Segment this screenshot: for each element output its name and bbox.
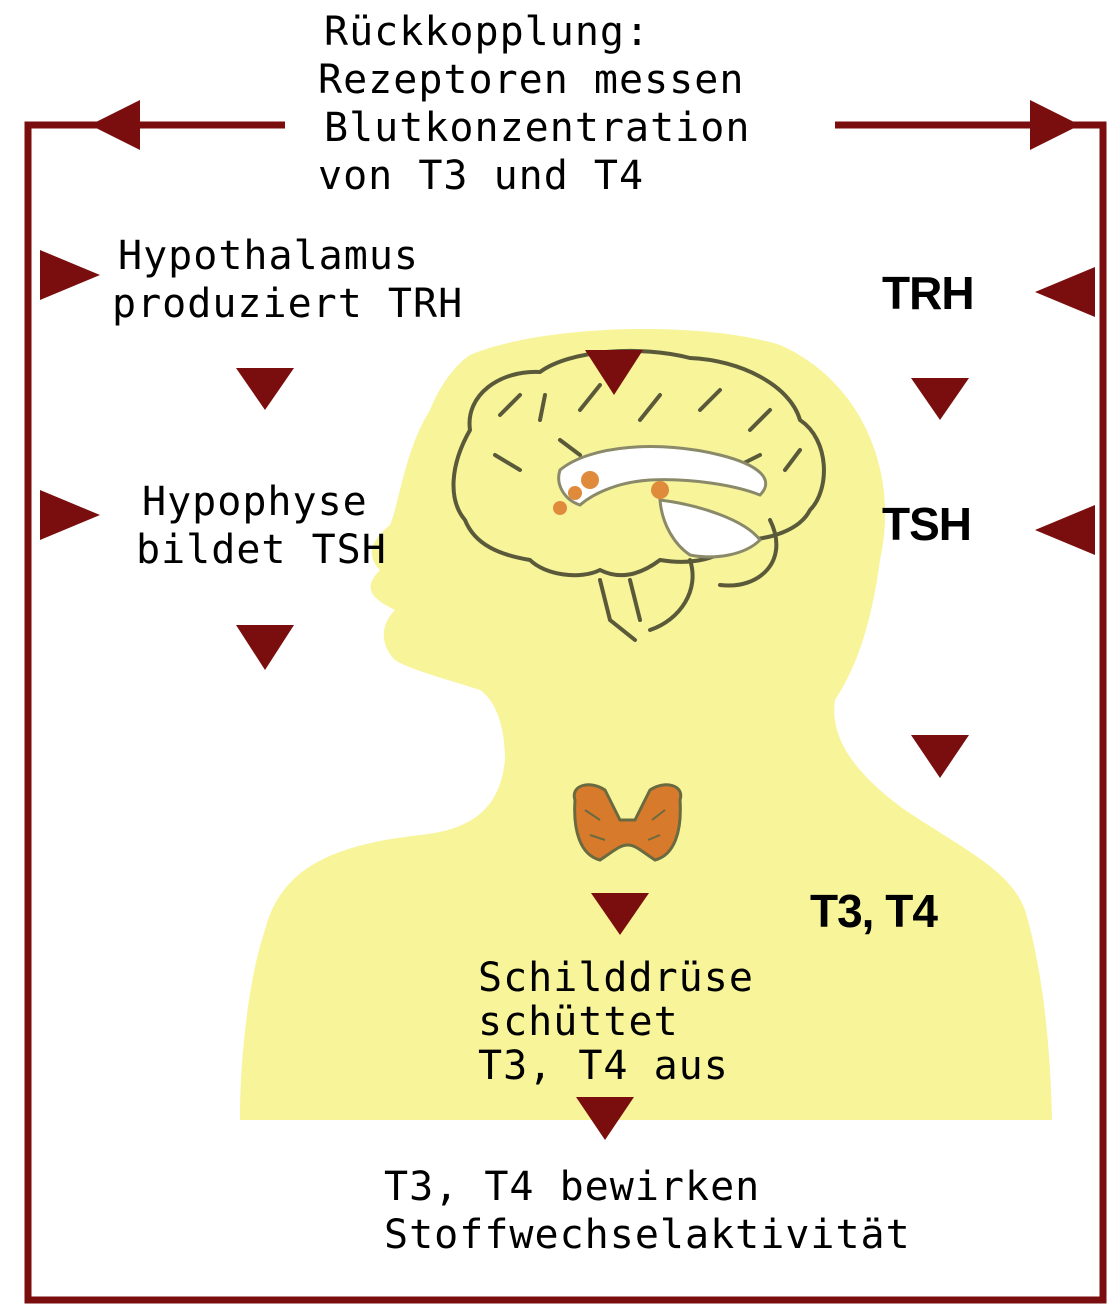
- arrow-tsh-down: [911, 735, 969, 778]
- effect-label: T3, T4 bewirken Stoffwechselaktivität: [384, 1163, 911, 1259]
- effect-line-2: Stoffwechselaktivität: [384, 1211, 911, 1259]
- arrow-to-hypothalamus: [40, 250, 100, 300]
- feedback-line-4: von T3 und T4: [318, 152, 750, 200]
- schilddruese-line-2: schüttet: [478, 1000, 754, 1044]
- t3-t4-label: T3, T4: [810, 884, 937, 938]
- arrow-hypothalamus-down: [236, 368, 294, 410]
- hypophyse-line-2: bildet TSH: [136, 526, 387, 574]
- arrow-to-trh: [1035, 267, 1095, 317]
- feedback-arrow-right: [1030, 100, 1080, 150]
- tsh-label: TSH: [882, 497, 971, 551]
- arrow-trh-down: [911, 378, 969, 420]
- feedback-line-2: Rezeptoren messen: [318, 56, 750, 104]
- schilddruese-line-3: T3, T4 aus: [478, 1044, 754, 1088]
- arrow-to-hypophyse: [40, 490, 100, 540]
- feedback-line-3: Blutkonzentration: [318, 104, 750, 152]
- effect-line-1: T3, T4 bewirken: [384, 1163, 911, 1211]
- feedback-line-1: Rückkopplung:: [318, 8, 750, 56]
- feedback-label: Rückkopplung: Rezeptoren messen Blutkonz…: [318, 8, 750, 200]
- hypothalamus-line-1: Hypothalamus: [112, 232, 463, 280]
- feedback-arrow-left: [90, 100, 140, 150]
- hypophyse-line-1: Hypophyse: [136, 478, 387, 526]
- schilddruese-label: Schilddrüse schüttet T3, T4 aus: [478, 956, 754, 1088]
- arrow-to-tsh: [1035, 505, 1095, 555]
- hypothalamus-line-2: produziert TRH: [112, 280, 463, 328]
- hypophyse-label: Hypophyse bildet TSH: [136, 478, 387, 574]
- schilddruese-line-1: Schilddrüse: [478, 956, 754, 1000]
- trh-label: TRH: [882, 266, 974, 320]
- arrow-hypophyse-down: [236, 625, 294, 670]
- hypothalamus-label: Hypothalamus produziert TRH: [112, 232, 463, 328]
